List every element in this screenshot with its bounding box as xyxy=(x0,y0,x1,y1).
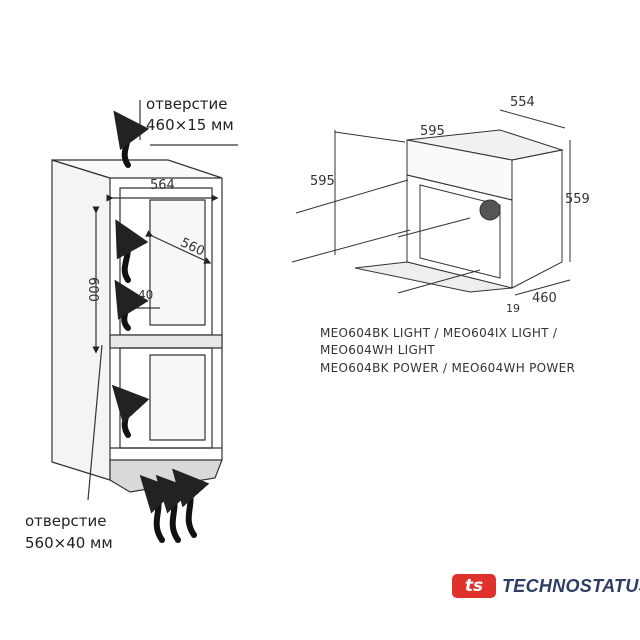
cabinet-height-dim: 600 xyxy=(84,277,100,302)
oven-depth-dim: 460 xyxy=(532,291,557,306)
oven-door-dim: 19 xyxy=(506,302,520,315)
oven-front-height-dim: 595 xyxy=(310,174,335,189)
bottom-opening-label: отверстие xyxy=(25,512,107,530)
oven-side-height-dim: 559 xyxy=(565,192,590,207)
top-opening-label: отверстие xyxy=(146,95,228,113)
model-line-2: MEO604WH LIGHT xyxy=(320,343,436,357)
brand-name: TECHNOSTATUS xyxy=(502,575,640,596)
model-line-3: MEO604BK POWER / MEO604WH POWER xyxy=(320,361,576,375)
oven-front-width-dim: 595 xyxy=(420,124,445,139)
bottom-opening-size: 560×40 мм xyxy=(25,534,113,552)
brand-mark-icon: ts xyxy=(452,574,496,598)
oven-drawing xyxy=(291,109,571,296)
top-opening-size: 460×15 мм xyxy=(146,116,234,134)
brand-logo: ts TECHNOSTATUS xyxy=(452,574,640,598)
cabinet-gap-dim: 40 xyxy=(138,288,154,302)
airflow-arrows xyxy=(111,110,210,543)
oven-top-width-dim: 554 xyxy=(510,95,535,110)
model-line-1: MEO604BK LIGHT / MEO604IX LIGHT / xyxy=(320,326,558,340)
cabinet-width-dim: 564 xyxy=(150,178,175,193)
